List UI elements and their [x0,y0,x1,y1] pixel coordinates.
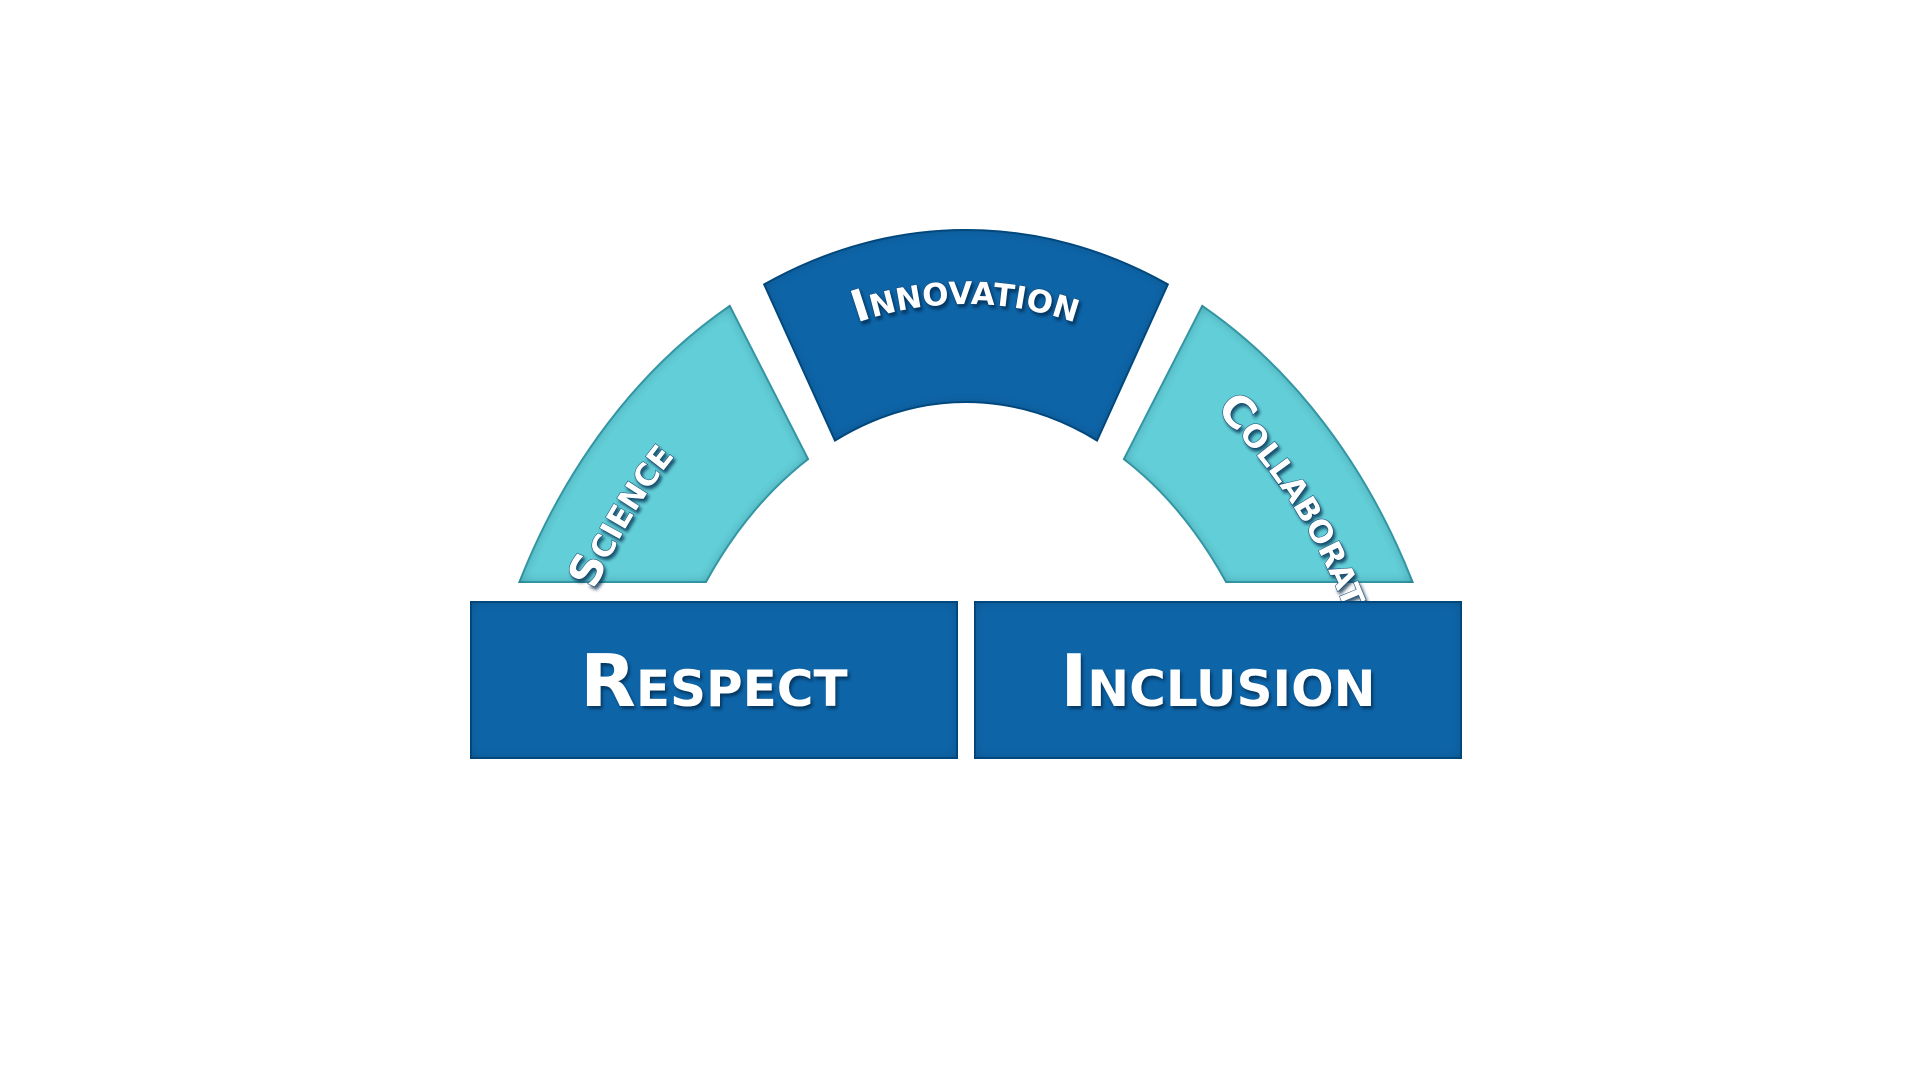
pillar-label-respect: Respect [580,639,847,723]
pillar-inclusion [974,601,1462,759]
arch-segment-collaboration [1122,304,1414,583]
arch-segment-science [518,304,810,583]
pillar-respect [470,601,958,759]
pillar-label-inclusion: Inclusion [1061,639,1376,723]
arch-segment-innovation [762,229,1170,442]
pillars: Respect Inclusion [470,601,1462,759]
